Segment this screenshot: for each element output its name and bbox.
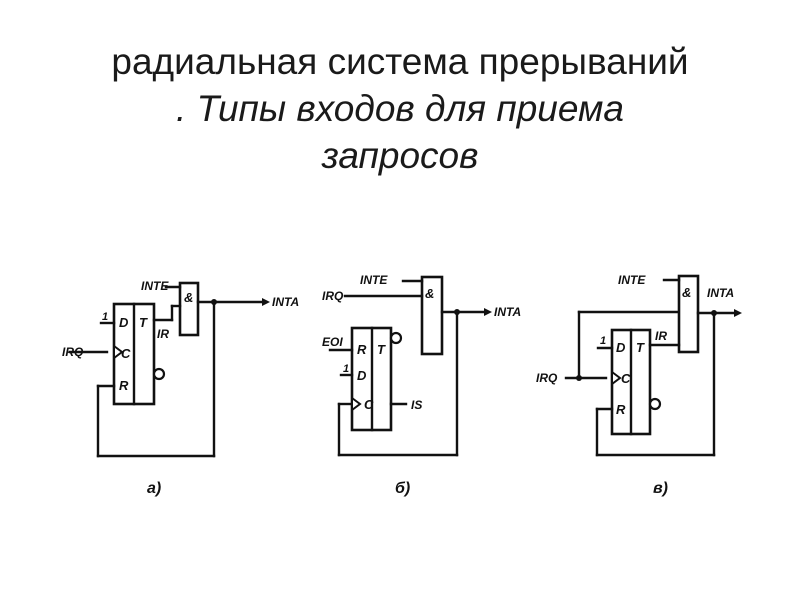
label-inte: INTE: [360, 273, 388, 287]
title-line-3: запросов: [321, 135, 479, 176]
label-and: &: [425, 286, 434, 301]
and-gate-b: [420, 275, 444, 356]
label-and: &: [184, 290, 193, 305]
label-r: R: [357, 342, 367, 357]
label-ir: IR: [655, 329, 667, 343]
label-c: C: [121, 346, 131, 361]
label-t: T: [139, 315, 148, 330]
inverted-output-a: [152, 367, 166, 381]
label-c: C: [621, 371, 631, 386]
diagram-a: INTE & INTA IR 1 D T C R IRQ а): [62, 279, 299, 497]
label-irq: IRQ: [322, 289, 344, 303]
label-inta: INTA: [272, 295, 299, 309]
label-is: IS: [411, 398, 422, 412]
label-inta: INTA: [494, 305, 521, 319]
label-inte: INTE: [141, 279, 169, 293]
label-and: &: [682, 285, 691, 300]
label-d: D: [357, 368, 367, 383]
label-one: 1: [600, 335, 606, 347]
label-irq: IRQ: [62, 345, 84, 359]
diagram-c: INTE & INTA IR 1 D T C R IRQ в): [536, 273, 742, 497]
label-d: D: [119, 315, 129, 330]
label-t: T: [377, 342, 386, 357]
inverted-output-b: [389, 331, 403, 345]
label-r: R: [616, 402, 626, 417]
title-line-1: радиальная система прерываний: [111, 41, 689, 82]
label-one: 1: [102, 311, 108, 323]
inverted-output-c: [648, 397, 662, 411]
diagram-b: INTE & INTA IRQ EOI 1 R D T C IS б): [322, 273, 521, 497]
label-irq: IRQ: [536, 371, 558, 385]
label-d: D: [616, 340, 626, 355]
caption-b: б): [395, 480, 410, 497]
slide-title: радиальная система прерываний . Типы вхо…: [0, 38, 800, 179]
title-line-2: . Типы входов для приема: [176, 88, 624, 129]
caption-c: в): [653, 480, 668, 497]
label-inta: INTA: [707, 286, 734, 300]
label-r: R: [119, 378, 129, 393]
label-eoi: EOI: [322, 335, 343, 349]
label-c: C: [364, 397, 374, 412]
label-ir: IR: [157, 327, 169, 341]
label-inte: INTE: [618, 273, 646, 287]
label-one: 1: [343, 363, 349, 375]
caption-a: а): [147, 480, 161, 497]
and-gate-a: [178, 281, 200, 337]
label-t: T: [636, 340, 645, 355]
